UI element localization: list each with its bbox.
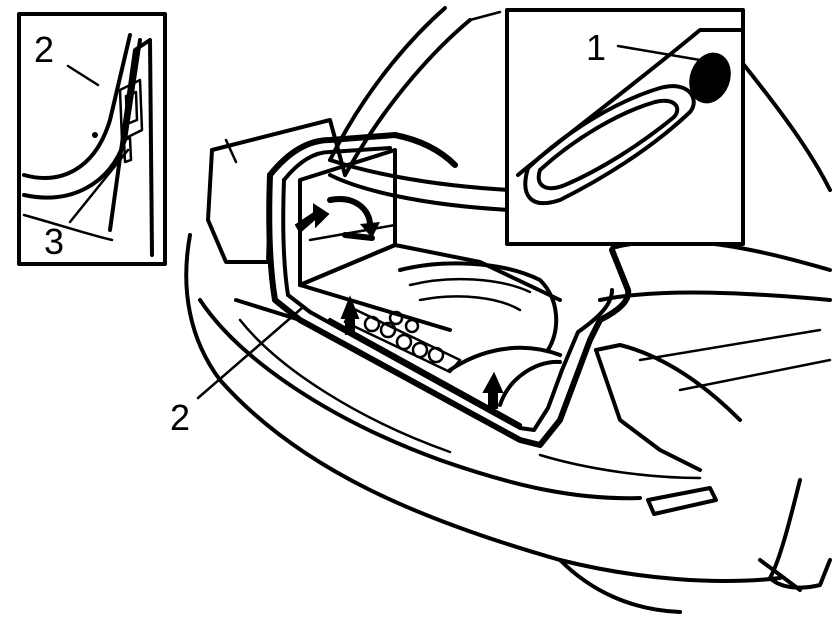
main-callout: 2 — [170, 306, 304, 438]
callout-1-label: 1 — [586, 27, 606, 68]
inset-left: 2 3 — [17, 12, 167, 266]
release-button-icon — [689, 52, 731, 104]
arrow-up-icon — [340, 295, 360, 335]
trunk-opening — [266, 132, 632, 448]
car-rear — [184, 6, 832, 614]
inset-right: 1 — [328, 8, 745, 246]
callout-2-main-label: 2 — [170, 397, 190, 438]
curved-arrow-icon — [327, 196, 373, 228]
callout-3-label: 3 — [44, 221, 64, 262]
arrow-right-icon — [294, 203, 330, 234]
arrows — [294, 196, 504, 409]
callout-2-inset-label: 2 — [34, 29, 54, 70]
arrow-up-icon — [482, 371, 504, 409]
arrow-head-icon — [360, 222, 380, 238]
